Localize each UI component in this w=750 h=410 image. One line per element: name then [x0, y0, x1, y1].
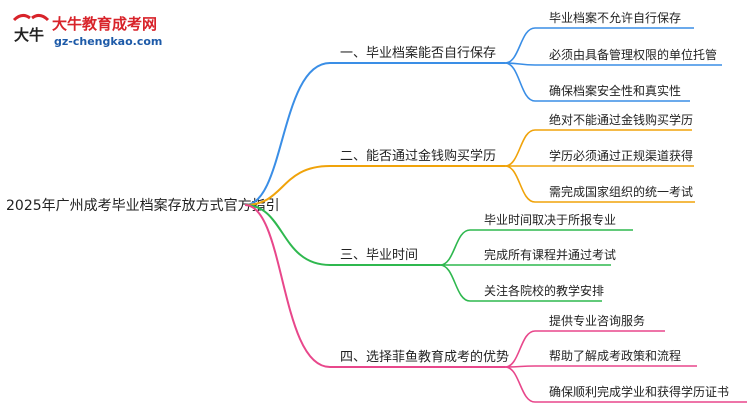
- branch-2-child-3-label: 需完成国家组织的统一考试: [549, 184, 693, 199]
- branch-4-label: 四、选择菲鱼教育成考的优势: [340, 349, 509, 365]
- brand-mark-text: 大牛: [14, 26, 45, 44]
- branch-1-child-3-connector: [504, 62, 536, 102]
- branch-4-child-1-connector: [504, 330, 536, 368]
- branch-1-child-1-label: 毕业档案不允许自行保存: [549, 10, 681, 25]
- branch-2-connector: [244, 165, 331, 206]
- branch-1-child-2-label: 必须由具备管理权限的单位托管: [549, 47, 717, 62]
- branch-3-label: 三、毕业时间: [340, 248, 418, 263]
- branch-3-connector: [244, 204, 331, 266]
- brand-logo: 大牛 大牛教育成考网 gz-chengkao.com: [8, 10, 168, 56]
- branch-3-child-3-label: 关注各院校的教学安排: [484, 283, 604, 298]
- branch-3-child-1-label: 毕业时间取决于所报专业: [484, 212, 616, 227]
- branch-1-connector: [244, 62, 331, 206]
- branch-2-child-1-connector: [504, 129, 536, 167]
- branch-1-child-1-connector: [504, 27, 536, 64]
- branch-4-child-2-label: 帮助了解成考政策和流程: [549, 348, 681, 363]
- branch-4-child-3-label: 确保顺利完成学业和获得学历证书: [549, 384, 729, 399]
- root-topic-label: 2025年广州成考毕业档案存放方式官方指引: [6, 197, 280, 214]
- branch-2-child-2-label: 学历必须通过正规渠道获得: [549, 148, 693, 163]
- branch-3-child-3-connector: [439, 264, 471, 302]
- branch-4-child-1-label: 提供专业咨询服务: [549, 313, 645, 328]
- branch-4-child-3-connector: [504, 366, 536, 403]
- branch-1-child-3-label: 确保档案安全性和真实性: [549, 83, 681, 98]
- branch-3-child-1-connector: [439, 229, 471, 266]
- branch-2-child-3-connector: [504, 165, 536, 203]
- branch-1-label: 一、毕业档案能否自行保存: [340, 46, 496, 61]
- brand-name: 大牛教育成考网: [52, 15, 158, 33]
- branch-3-child-2-label: 完成所有课程并通过考试: [484, 247, 616, 262]
- branch-2-label: 二、能否通过金钱购买学历: [340, 148, 496, 164]
- brand-url: gz-chengkao.com: [54, 35, 163, 48]
- branch-2-child-1-label: 绝对不能通过金钱购买学历: [549, 112, 693, 127]
- branch-4-connector: [244, 204, 331, 368]
- brand-mark-icon: [12, 13, 50, 22]
